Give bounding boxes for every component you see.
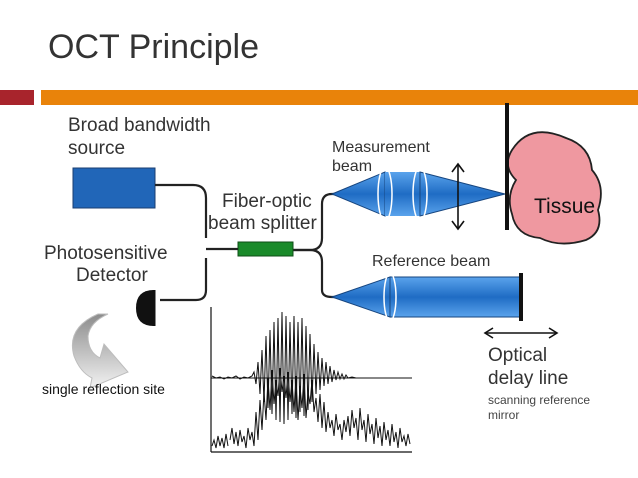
source-box — [72, 167, 156, 209]
mirror-label-line1: scanning reference — [488, 393, 591, 407]
splitter-label-line1: Fiber-optic — [222, 191, 312, 212]
tissue-shape — [506, 131, 602, 245]
envelope-signal — [229, 367, 411, 449]
tissue-label: Tissue — [534, 195, 596, 218]
double-arrow-icon — [451, 162, 465, 231]
beam-splitter — [237, 241, 294, 257]
reference-beam — [330, 272, 521, 322]
accent-bar-left — [0, 90, 34, 105]
delay-arrow-icon — [483, 327, 559, 339]
detector-label-line1: Photosensitive — [44, 243, 168, 264]
signal-start-noise — [211, 433, 229, 449]
measurement-label-line2: beam — [332, 158, 373, 175]
measurement-beam — [330, 166, 507, 222]
mirror-label-line2: mirror — [488, 408, 520, 422]
curved-arrow-icon — [72, 313, 129, 389]
reflection-site-label: single reflection site — [42, 381, 165, 397]
source-label-line2: source — [68, 138, 126, 159]
splitter-label-line2: beam splitter — [208, 213, 317, 234]
reference-beam-label: Reference beam — [372, 253, 491, 270]
interference-signal — [211, 311, 410, 425]
detector-icon — [136, 290, 154, 326]
source-label-line1: Broad bandwidth — [68, 115, 211, 136]
delay-line-label-line1: Optical — [488, 345, 548, 366]
signal-plot — [210, 307, 412, 453]
measurement-label-line1: Measurement — [332, 139, 430, 156]
delay-line-label-line2: delay line — [488, 368, 569, 389]
detector-label-line2: Detector — [76, 265, 148, 286]
fiber-lines — [155, 183, 348, 302]
page-title: OCT Principle — [48, 28, 259, 66]
accent-bar-right — [41, 90, 638, 105]
